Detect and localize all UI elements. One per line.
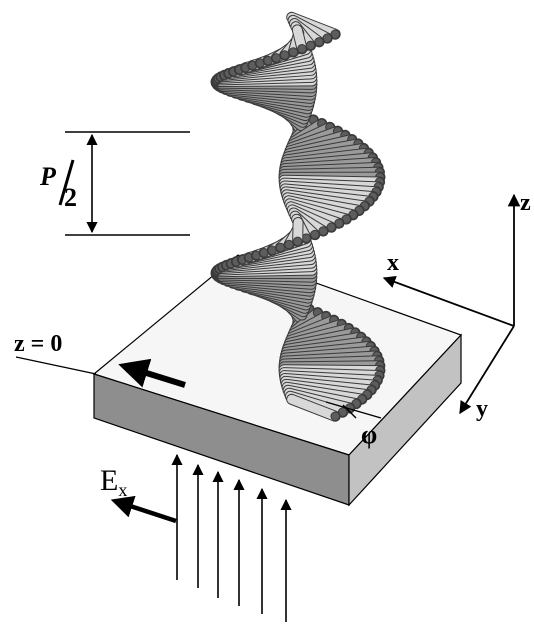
electric-field: Ex	[100, 464, 177, 524]
slab-direction-arrow	[118, 358, 186, 388]
x-axis-line	[382, 276, 515, 327]
field-arrow	[110, 495, 177, 524]
helix-rod-end	[284, 239, 294, 250]
helix-rod-end	[330, 411, 341, 422]
pitch-fraction-slash	[58, 159, 75, 206]
helix-rod-end	[279, 50, 290, 60]
angle-label: φ	[361, 420, 377, 449]
helix-rod-end	[301, 233, 312, 243]
substrate-slab	[92, 254, 463, 507]
y-axis-line	[459, 325, 515, 415]
helix-rod-end	[292, 236, 303, 247]
helix-rod-end	[275, 242, 286, 253]
z-zero-label: z = 0	[14, 331, 62, 357]
z-axis-label: z	[520, 190, 531, 216]
helix-rod-end	[288, 47, 299, 57]
z-zero-leader	[15, 356, 97, 375]
slab-side-face	[348, 333, 462, 507]
coordinate-axes: z x y	[382, 190, 531, 422]
pitch-indicator: P 2	[39, 131, 190, 236]
angle-reference-line	[325, 401, 382, 419]
helix-rod-end	[297, 44, 307, 54]
helical-rod-stack	[210, 11, 386, 422]
helix-rod	[287, 394, 340, 421]
angle-arc	[342, 404, 357, 419]
helix-rod-end	[305, 40, 316, 51]
angle-marker: φ	[325, 401, 382, 449]
y-axis-label: y	[476, 396, 488, 422]
field-label-main: E	[100, 464, 118, 497]
x-axis-label: x	[387, 250, 399, 276]
pitch-numerator: P	[39, 162, 57, 191]
field-label: Ex	[100, 464, 127, 500]
pitch-denominator: 2	[64, 183, 77, 212]
field-label-sub: x	[118, 480, 127, 500]
z-zero-marker: z = 0	[14, 331, 97, 375]
incident-light-arrows	[171, 453, 292, 622]
helix-rod-end	[310, 229, 320, 240]
